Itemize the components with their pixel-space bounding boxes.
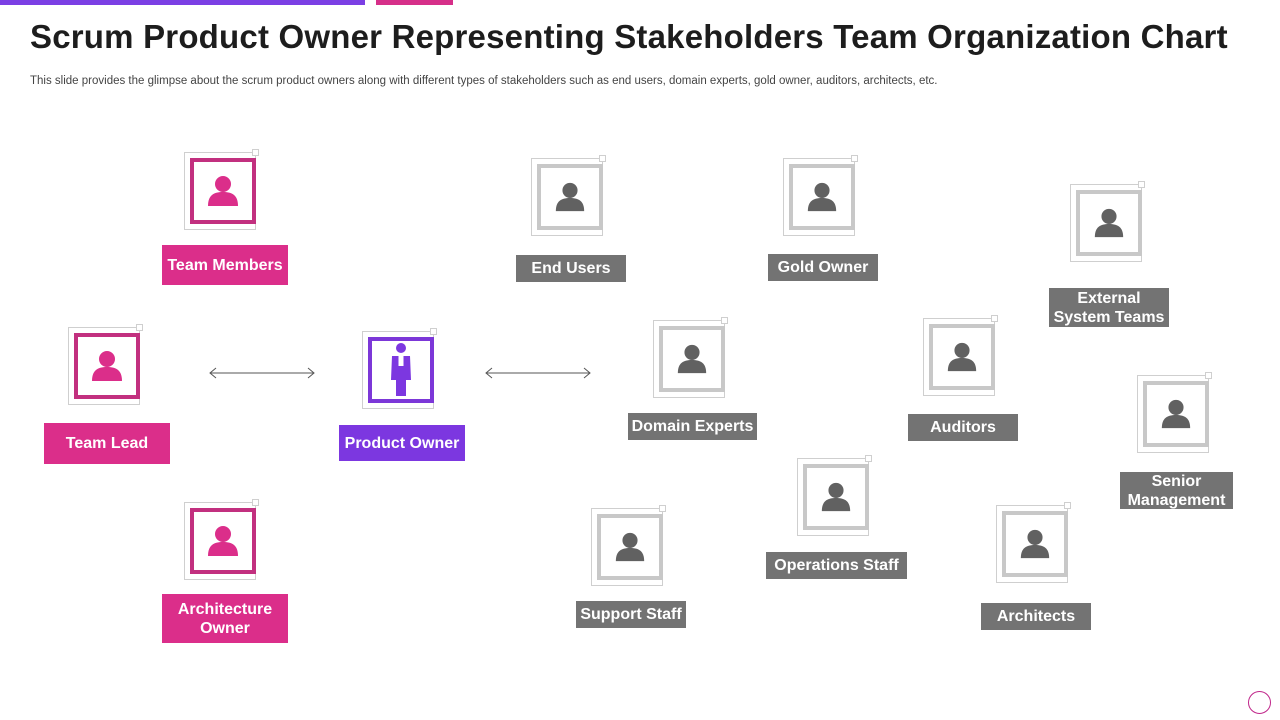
- person-icon: [677, 344, 707, 374]
- person-icon: [1161, 399, 1191, 429]
- gold-owner-label: Gold Owner: [768, 254, 878, 281]
- person-icon: [1020, 529, 1050, 559]
- page-title: Scrum Product Owner Representing Stakeho…: [30, 18, 1228, 55]
- product-owner-label: Product Owner: [339, 425, 465, 461]
- person-icon: [947, 342, 977, 372]
- person-icon: [555, 182, 585, 212]
- person-icon: [615, 532, 645, 562]
- person-icon: [1094, 208, 1124, 238]
- external-system-teams-label: External System Teams: [1049, 288, 1169, 327]
- top-accent-bar-pink: [376, 0, 453, 5]
- person-icon: [92, 351, 122, 381]
- top-accent-bar-purple: [0, 0, 365, 5]
- end-users-label: End Users: [516, 255, 626, 282]
- auditors-label: Auditors: [908, 414, 1018, 441]
- architects-label: Architects: [981, 603, 1091, 630]
- product-owner-icon: [391, 343, 411, 396]
- operations-staff-label: Operations Staff: [766, 552, 907, 579]
- person-icon: [208, 526, 238, 556]
- double-arrow-icon: [485, 367, 591, 379]
- support-staff-label: Support Staff: [576, 601, 686, 628]
- page-subtitle: This slide provides the glimpse about th…: [30, 75, 938, 87]
- corner-circle-decoration: [1248, 691, 1271, 714]
- domain-experts-label: Domain Experts: [628, 413, 757, 440]
- person-icon: [821, 482, 851, 512]
- team-lead-label: Team Lead: [44, 423, 170, 464]
- senior-management-label: Senior Management: [1120, 472, 1233, 509]
- double-arrow-icon: [209, 367, 315, 379]
- person-icon: [208, 176, 238, 206]
- architecture-owner-label: Architecture Owner: [162, 594, 288, 643]
- person-icon: [807, 182, 837, 212]
- team-members-label: Team Members: [162, 245, 288, 285]
